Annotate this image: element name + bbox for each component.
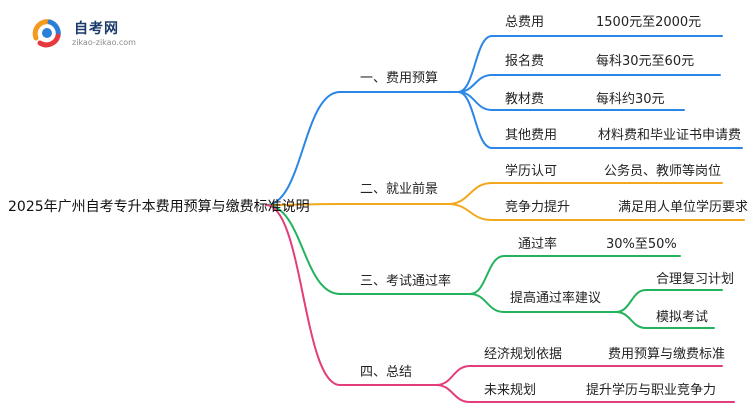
logo-mark-icon xyxy=(32,19,61,48)
employment-item-recognition-value: 公务员、教师等岗位 xyxy=(604,164,722,179)
edge-summary-economic xyxy=(435,365,471,386)
edge-root-pass-rate xyxy=(265,204,341,295)
branch-pass-rate: 三、考试通过率 xyxy=(360,274,452,289)
edge-employment-recognition xyxy=(447,182,493,205)
logo: 自考网 zikao-zikao.com xyxy=(30,16,150,50)
root-topic: 2025年广州自考专升本费用预算与缴费标准说明 xyxy=(8,199,310,215)
summary-item-economic-label: 经济规划依据 xyxy=(484,347,563,362)
edge-budget-other xyxy=(457,91,493,149)
employment-item-competitiveness-value: 满足用人单位学历要求 xyxy=(618,200,749,215)
edge-advice-mock-exam xyxy=(615,311,647,329)
edge-root-budget xyxy=(265,91,341,206)
budget-item-textbook-label: 教材费 xyxy=(505,92,545,107)
employment-item-competitiveness-label: 竞争力提升 xyxy=(505,200,571,215)
branch-budget: 一、费用预算 xyxy=(360,71,439,86)
edge-advice-review-plan xyxy=(615,289,647,313)
logo-title: 自考网 xyxy=(74,21,119,37)
budget-item-total-label: 总费用 xyxy=(505,15,545,30)
budget-item-other-label: 其他费用 xyxy=(505,128,558,143)
advice-item-mock-exam: 模拟考试 xyxy=(656,310,709,325)
employment-item-recognition-label: 学历认可 xyxy=(505,164,558,179)
branch-employment: 二、就业前景 xyxy=(360,182,439,197)
edge-root-employment xyxy=(265,203,341,206)
pass-rate-item-rate-label: 通过率 xyxy=(518,237,558,252)
budget-item-other-value: 材料费和毕业证书申请费 xyxy=(598,128,742,143)
summary-item-economic-value: 费用预算与缴费标准 xyxy=(608,347,726,362)
pass-rate-item-rate-value: 30%至50% xyxy=(606,237,677,252)
branch-summary: 四、总结 xyxy=(360,365,413,380)
edge-employment-competitiveness xyxy=(447,203,493,221)
edge-root-summary xyxy=(265,204,341,386)
budget-item-registration-label: 报名费 xyxy=(505,54,545,69)
edge-pass-rate-rate xyxy=(469,255,505,295)
edge-budget-total xyxy=(457,35,493,93)
summary-item-future-label: 未来规划 xyxy=(484,383,537,398)
budget-item-textbook-value: 每科约30元 xyxy=(596,92,665,107)
edge-summary-future xyxy=(435,384,471,403)
budget-item-total-value: 1500元至2000元 xyxy=(596,15,702,30)
advice-item-review-plan: 合理复习计划 xyxy=(656,272,735,287)
summary-item-future-value: 提升学历与职业竞争力 xyxy=(586,383,717,398)
budget-item-registration-value: 每科30元至60元 xyxy=(596,54,695,69)
logo-url: zikao-zikao.com xyxy=(72,38,136,47)
pass-rate-item-advice-label: 提高通过率建议 xyxy=(510,291,602,306)
edge-pass-rate-advice xyxy=(469,293,505,313)
